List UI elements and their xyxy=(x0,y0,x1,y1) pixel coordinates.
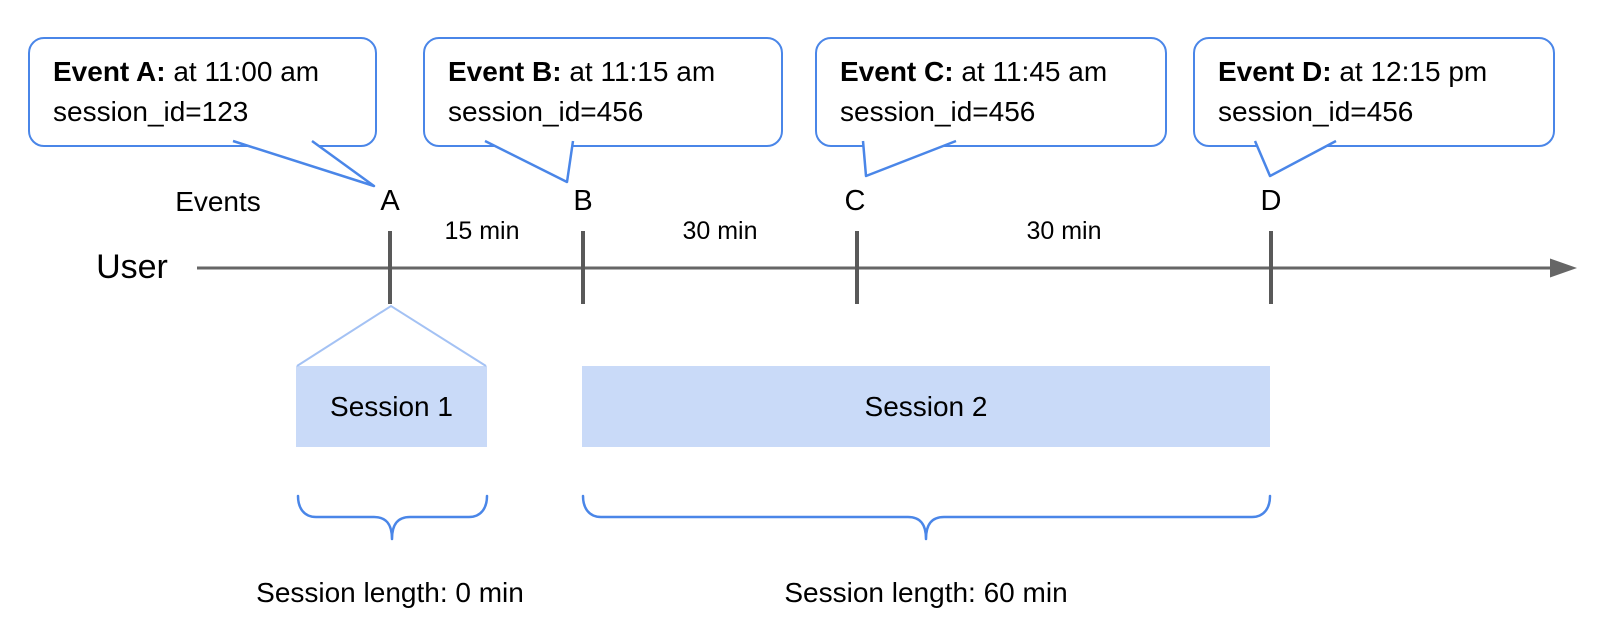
user-row-label: User xyxy=(96,248,168,286)
event-a-callout: Event A: at 11:00 am session_id=123 xyxy=(28,37,377,147)
event-b-letter: B xyxy=(573,185,593,217)
event-a-title: Event A: xyxy=(53,56,166,87)
session-1-funnel-lines xyxy=(296,304,487,367)
session-2-brace xyxy=(581,494,1272,541)
events-row-label: Events xyxy=(175,186,261,217)
event-b-time: at 11:15 am xyxy=(561,56,716,87)
event-b-line1: Event B: at 11:15 am xyxy=(448,52,781,92)
interval-c-d-label: 30 min xyxy=(1026,217,1102,245)
session-1-label: Session 1 xyxy=(330,390,453,422)
session-2-length-label: Session length: 60 min xyxy=(784,577,1068,608)
event-d-line1: Event D: at 12:15 pm xyxy=(1218,52,1553,92)
session-2-box: Session 2 xyxy=(582,366,1270,447)
session-2-label: Session 2 xyxy=(864,390,988,422)
event-a-session-id: session_id=123 xyxy=(53,96,249,127)
event-d-title: Event D: xyxy=(1218,56,1332,87)
event-b-callout-tail xyxy=(484,139,575,184)
event-c-letter: C xyxy=(844,185,866,217)
event-b-session-id: session_id=456 xyxy=(448,96,644,127)
interval-b-c-label: 30 min xyxy=(682,217,758,245)
event-a-callout-tail xyxy=(232,139,376,188)
event-d-time: at 12:15 pm xyxy=(1331,56,1488,87)
event-c-callout: Event C: at 11:45 am session_id=456 xyxy=(815,37,1167,147)
event-a-line1: Event A: at 11:00 am xyxy=(53,52,375,92)
event-b-callout: Event B: at 11:15 am session_id=456 xyxy=(423,37,783,147)
interval-a-b-label: 15 min xyxy=(444,217,520,245)
session-1-length-label: Session length: 0 min xyxy=(256,577,524,608)
timeline-arrowhead-icon xyxy=(1550,258,1577,278)
event-a-time: at 11:00 am xyxy=(165,56,320,87)
event-d-callout: Event D: at 12:15 pm session_id=456 xyxy=(1193,37,1555,147)
event-d-letter: D xyxy=(1260,185,1282,217)
session-1-brace xyxy=(296,494,489,541)
event-a-letter: A xyxy=(380,185,400,217)
event-c-title: Event C: xyxy=(840,56,954,87)
event-b-title: Event B: xyxy=(448,56,562,87)
event-c-line1: Event C: at 11:45 am xyxy=(840,52,1165,92)
event-c-session-id: session_id=456 xyxy=(840,96,1036,127)
event-c-time: at 11:45 am xyxy=(953,56,1108,87)
session-1-box: Session 1 xyxy=(296,366,487,447)
event-d-session-id: session_id=456 xyxy=(1218,96,1414,127)
